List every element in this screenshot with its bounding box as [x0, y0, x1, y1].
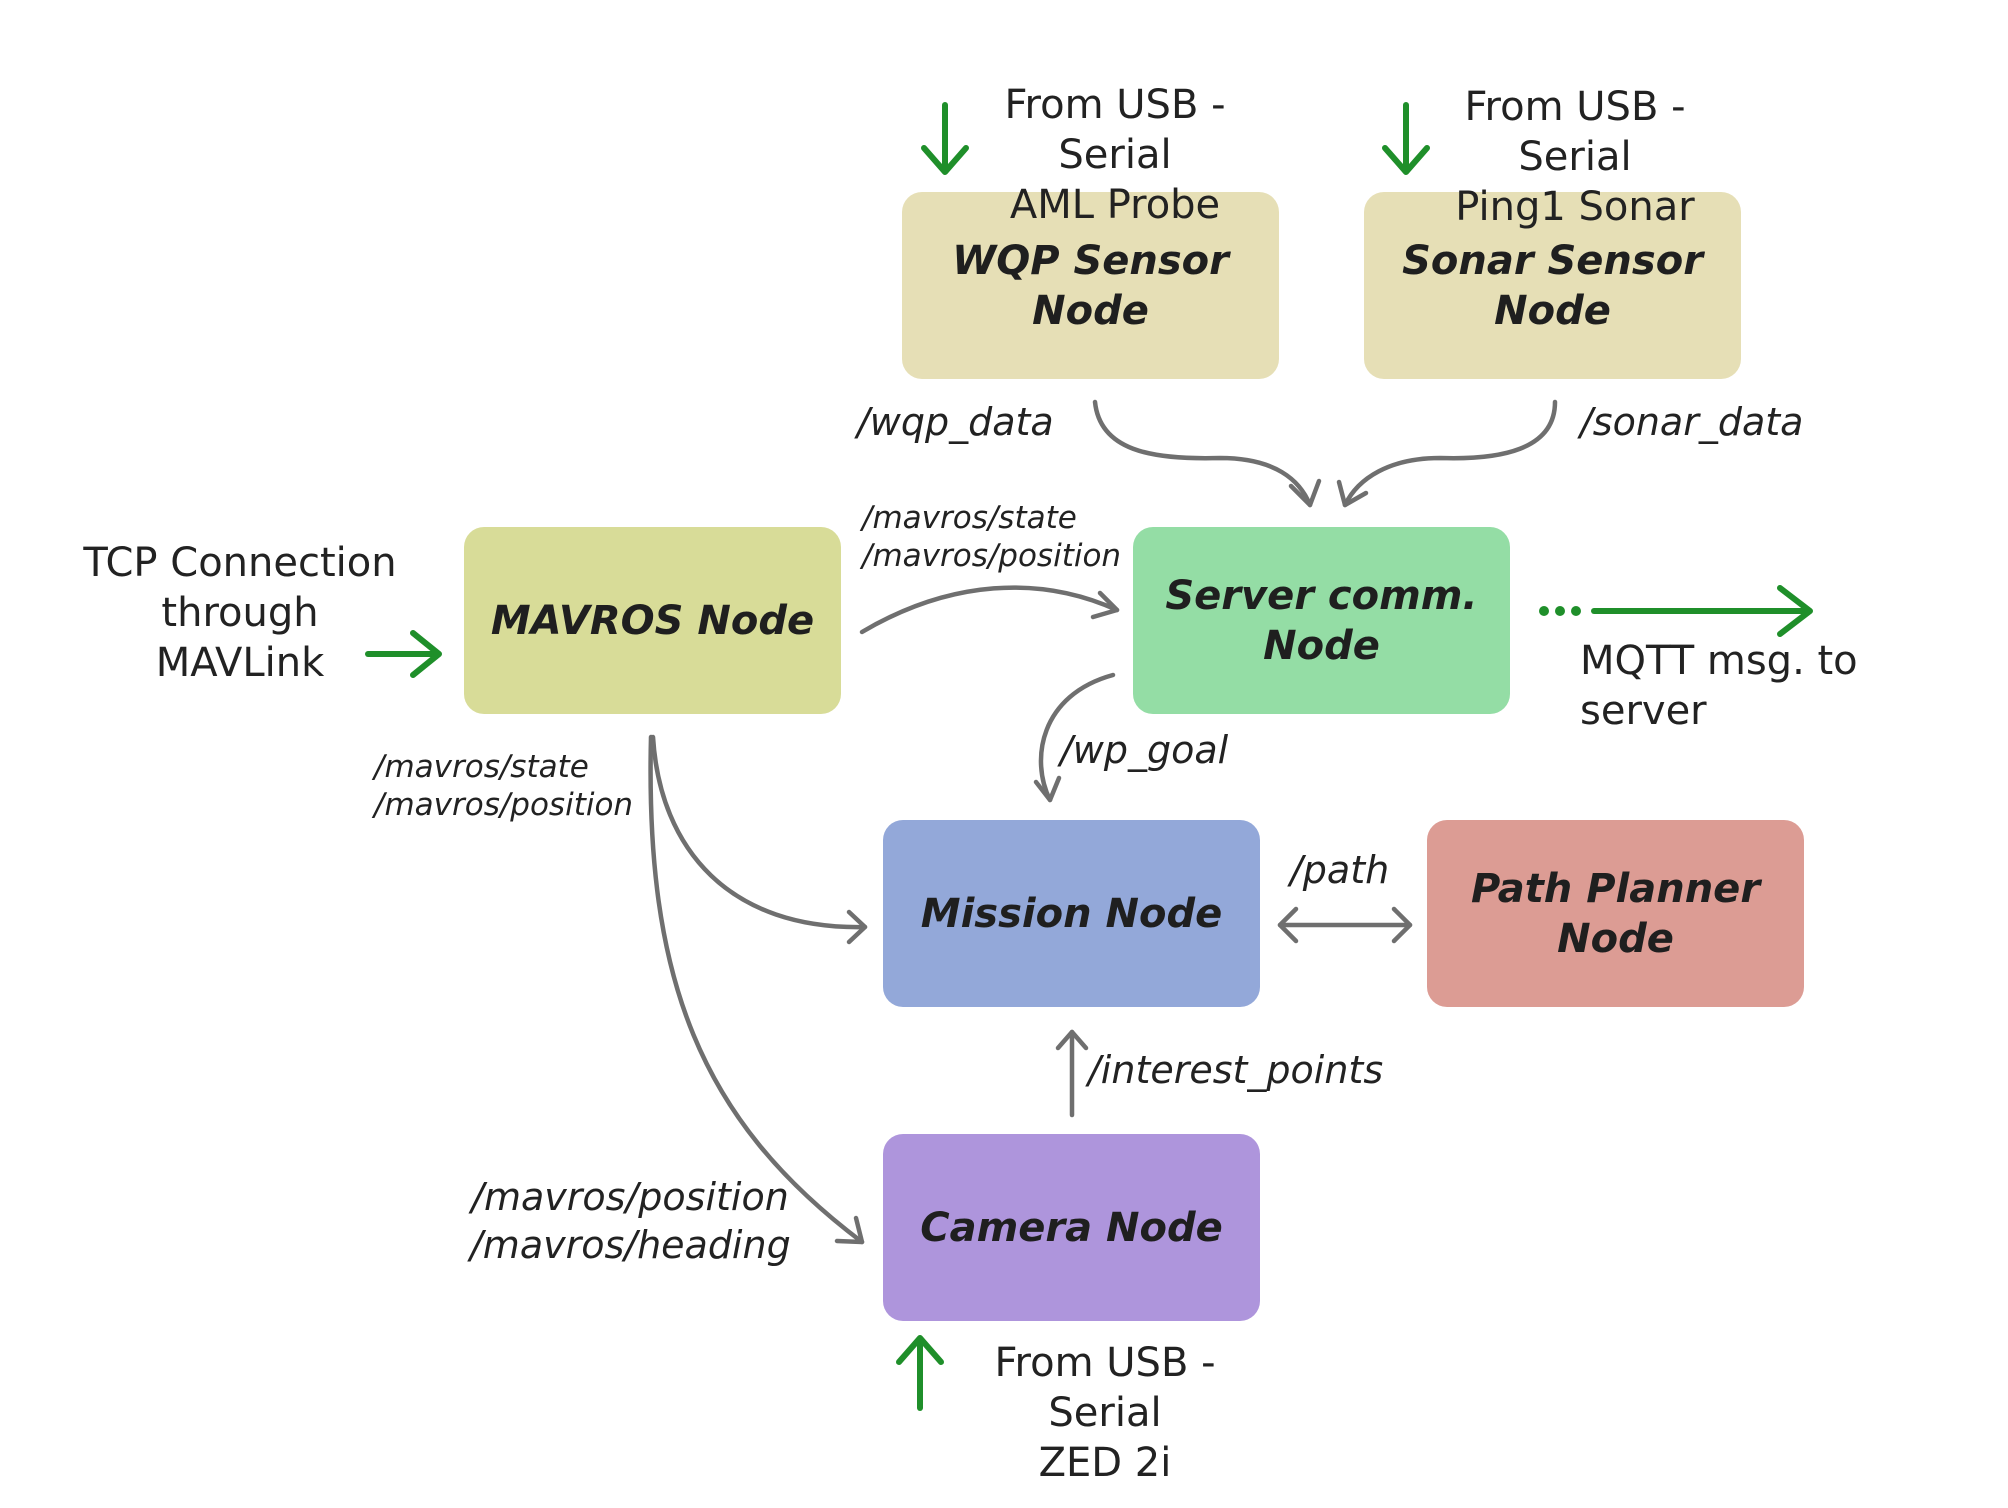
mavros-to-server-arrow — [859, 585, 1120, 635]
wqp-source-arrow — [921, 102, 969, 175]
mavros-to-camera-topics: /mavros/position /mavros/heading — [470, 1175, 791, 1267]
wqp-source-label: From USB - Serial AML Probe — [1004, 82, 1226, 228]
mavros-to-server-topics: /mavros/state /mavros/position — [862, 500, 1122, 574]
tcp-connection-label: TCP Connection through MAVLink — [83, 540, 397, 686]
sonar-source-arrow — [1382, 102, 1430, 175]
sonar-data-arrow — [1336, 399, 1558, 508]
wqp-data-arrow — [1092, 399, 1322, 508]
camera-node: Camera Node — [883, 1134, 1260, 1321]
mavros-to-mission-arrow — [650, 734, 868, 945]
wp-goal-arrow — [1033, 672, 1116, 803]
camera-source-label: From USB - Serial ZED 2i — [994, 1340, 1216, 1486]
server-comm-node: Server comm. Node — [1133, 527, 1510, 714]
mqtt-output-label: MQTT msg. to server — [1580, 638, 1858, 734]
interest-points-topic: /interest_points — [1088, 1048, 1384, 1092]
sonar-data-topic: /sonar_data — [1580, 400, 1804, 444]
path-bidirectional-arrow — [1277, 906, 1413, 944]
interest-points-arrow — [1055, 1029, 1089, 1118]
wp-goal-topic: /wp_goal — [1060, 728, 1229, 772]
tcp-input-arrow — [365, 630, 442, 678]
sonar-source-label: From USB - Serial Ping1 Sonar — [1455, 84, 1695, 230]
wqp-data-topic: /wqp_data — [857, 400, 1054, 444]
path-planner-node: Path Planner Node — [1427, 820, 1804, 1007]
mqtt-output-arrow — [1591, 585, 1813, 637]
path-topic: /path — [1290, 848, 1390, 892]
mavros-to-camera-arrow — [648, 734, 865, 1245]
mavros-to-mission-topics: /mavros/state /mavros/position — [374, 749, 634, 823]
wqp-sensor-node: WQP Sensor Node — [902, 192, 1279, 379]
mission-node: Mission Node — [883, 820, 1260, 1007]
sonar-sensor-node: Sonar Sensor Node — [1364, 192, 1741, 379]
mqtt-dotted-tail — [1539, 606, 1581, 616]
mavros-node: MAVROS Node — [464, 527, 841, 714]
camera-source-arrow — [896, 1335, 944, 1411]
